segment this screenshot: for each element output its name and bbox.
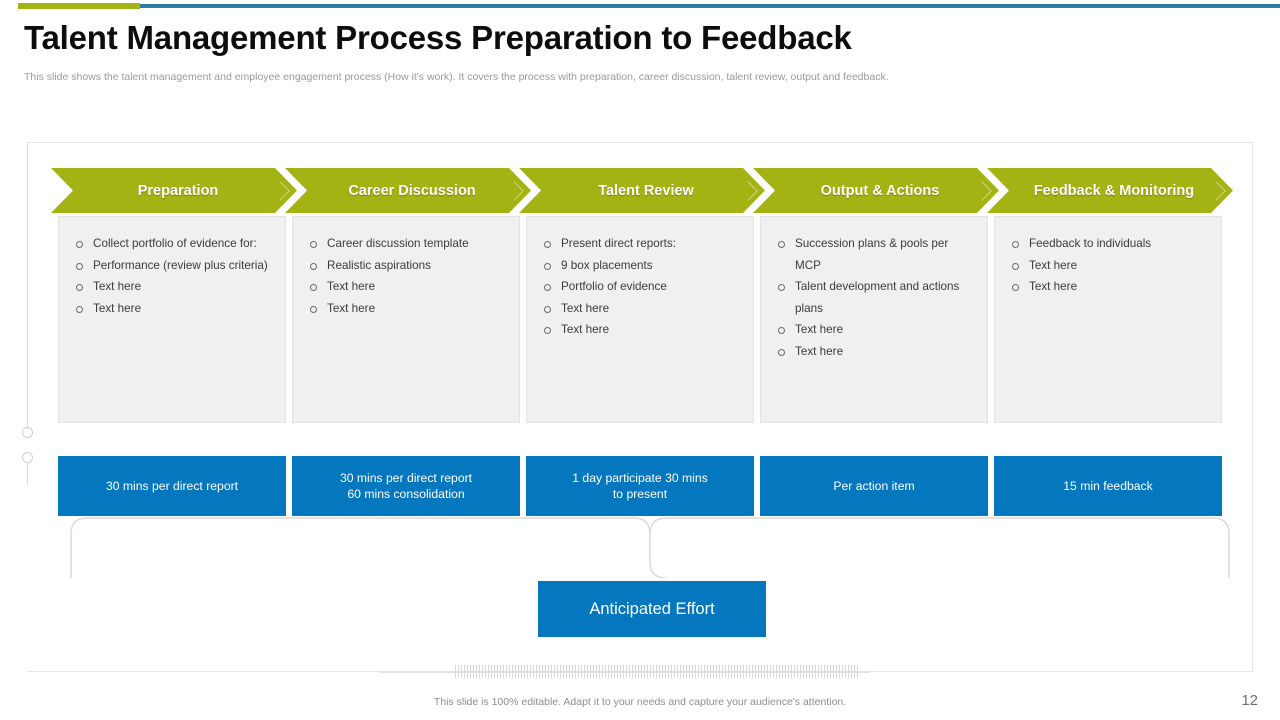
stage-chevron-label: Talent Review [598,182,694,199]
page-number: 12 [1241,692,1258,709]
accent-bar-blue [140,4,1280,8]
list-item: Text here [71,276,273,298]
page-title: Talent Management Process Preparation to… [24,19,852,56]
stage-chevron-3[interactable]: Talent Review [519,168,765,213]
list-item: Text here [773,341,975,363]
stage-card-row: Collect portfolio of evidence for:Perfor… [58,216,1238,423]
list-item: Collect portfolio of evidence for: [71,233,273,255]
stage-chevron-1[interactable]: Preparation [51,168,297,213]
top-accent-bar [0,3,1280,9]
list-item: Text here [1007,255,1209,277]
stage-timing-box-5[interactable]: 15 min feedback [994,456,1222,516]
stage-timing-box-1[interactable]: 30 mins per direct report [58,456,286,516]
anticipated-effort-label: Anticipated Effort [589,599,715,618]
footer-note: This slide is 100% editable. Adapt it to… [433,696,847,708]
accent-bar-green [18,3,140,9]
list-item: Present direct reports: [539,233,741,255]
stage-chevron-label: Career Discussion [348,182,476,199]
list-item: Feedback to individuals [1007,233,1209,255]
page-subtitle: This slide shows the talent management a… [24,71,889,83]
list-item: Text here [773,319,975,341]
list-item: Text here [1007,276,1209,298]
stage-bullet-list: Collect portfolio of evidence for:Perfor… [71,233,273,319]
list-item: 9 box placements [539,255,741,277]
stage-timing-row: 30 mins per direct report 30 mins per dir… [58,456,1238,516]
list-item: Text here [539,298,741,320]
stage-chevron-2[interactable]: Career Discussion [285,168,531,213]
list-item: Career discussion template [305,233,507,255]
list-item: Text here [71,298,273,320]
rail-dot-upper [22,427,33,438]
list-item: Text here [539,319,741,341]
stage-timing-label: Per action item [833,479,915,493]
brace-connector-icon [70,517,1230,578]
stage-timing-label: 30 mins per direct report [105,479,239,493]
anticipated-effort-box[interactable]: Anticipated Effort [538,581,766,637]
list-item: Portfolio of evidence [539,276,741,298]
stage-chevron-label: Output & Actions [820,182,940,199]
stage-chevron-label: Feedback & Monitoring [1033,182,1195,199]
stage-header-row: Preparation Career Discussion Talent Revie… [55,168,1235,213]
rail-dot-lower [22,452,33,463]
stage-card-1: Collect portfolio of evidence for:Perfor… [58,216,286,423]
list-item: Text here [305,298,507,320]
list-item: Succession plans & pools per MCP [773,233,975,276]
stage-chevron-label: Preparation [137,182,219,199]
left-rail-line [27,142,28,436]
stage-chevron-5[interactable]: Feedback & Monitoring [987,168,1233,213]
stage-timing-label: 15 min feedback [1063,479,1153,493]
stage-chevron-4[interactable]: Output & Actions [753,168,999,213]
list-item: Realistic aspirations [305,255,507,277]
stage-timing-box-4[interactable]: Per action item [760,456,988,516]
list-item: Talent development and actions plans [773,276,975,319]
left-rail-stub [27,463,28,485]
footer-hatch-pattern [455,665,860,678]
list-item: Text here [305,276,507,298]
list-item: Performance (review plus criteria) [71,255,273,277]
